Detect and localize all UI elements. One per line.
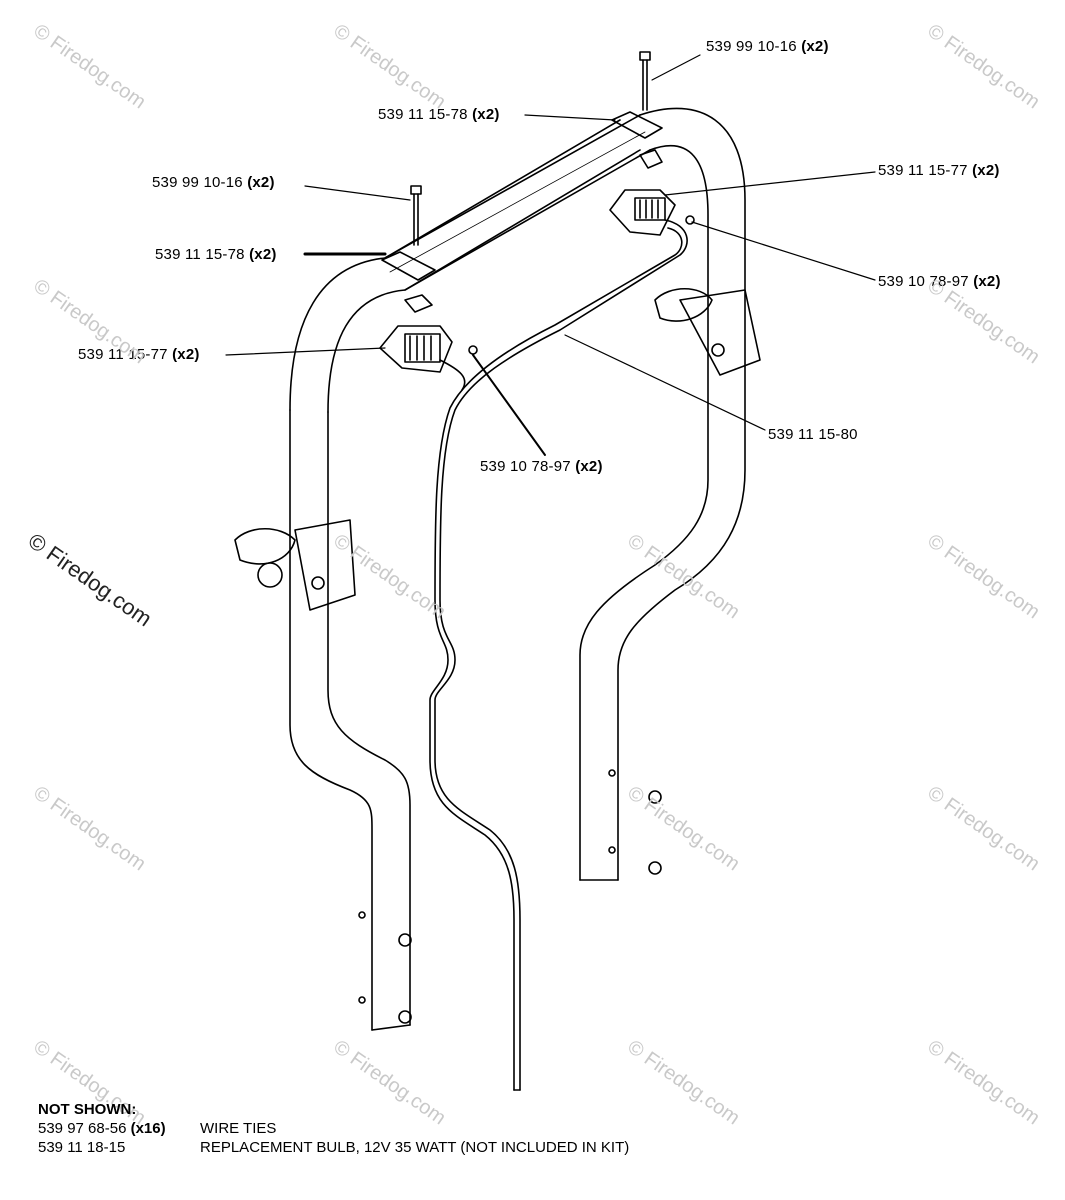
- part-number: 539 10 78-97: [878, 273, 969, 290]
- notes-item-part: 539 11 18-15: [38, 1139, 126, 1156]
- part-number: 539 99 10-16: [706, 38, 797, 55]
- callout-clip-right: 539 10 78-97 (x2): [878, 273, 1001, 290]
- notes-item-desc: WIRE TIES: [200, 1120, 277, 1137]
- notes-item-part: 539 97 68-56 (x16): [38, 1120, 166, 1137]
- callout-bolt-left: 539 99 10-16 (x2): [152, 174, 275, 191]
- part-number: 539 11 15-77: [878, 162, 968, 179]
- notes-item: 539 11 18-15 REPLACEMENT BULB, 12V 35 WA…: [38, 1138, 629, 1157]
- notes-item-desc: REPLACEMENT BULB, 12V 35 WATT (NOT INCLU…: [200, 1139, 630, 1156]
- quantity: (x2): [801, 38, 829, 55]
- callout-light-left: 539 11 15-77 (x2): [78, 346, 200, 363]
- tube-bolts-right: [608, 769, 662, 875]
- clip-right: [685, 215, 695, 225]
- callout-bracket-left: 539 11 15-78 (x2): [155, 246, 277, 263]
- light-left: [379, 325, 453, 373]
- notes-heading: NOT SHOWN:: [38, 1101, 137, 1118]
- part-number: 539 99 10-16: [152, 174, 243, 191]
- callout-bracket-top: 539 11 15-78 (x2): [378, 106, 500, 123]
- callout-light-right: 539 11 15-77 (x2): [878, 162, 1000, 179]
- right-handle-tube: [579, 107, 746, 881]
- not-shown-notes: NOT SHOWN: 539 97 68-56 (x16) WIRE TIES 5…: [38, 1100, 629, 1157]
- quantity: (x2): [973, 273, 1001, 290]
- part-number: 539 11 15-78: [378, 106, 468, 123]
- part-number: 539 10 78-97: [480, 458, 571, 475]
- part-number: 539 11 15-80: [768, 426, 858, 443]
- light-right: [609, 189, 676, 236]
- quantity: (x2): [172, 346, 200, 363]
- quantity: (x2): [249, 246, 277, 263]
- part-number: 539 11 15-78: [155, 246, 245, 263]
- tube-bolts-left: [358, 911, 412, 1024]
- notes-item: 539 97 68-56 (x16) WIRE TIES: [38, 1119, 629, 1138]
- callout-harness: 539 11 15-80: [768, 426, 858, 443]
- clamp-right: [654, 288, 761, 376]
- bracket-top-right: [611, 111, 663, 169]
- part-number: 539 11 15-77: [78, 346, 168, 363]
- clamp-left: [234, 519, 356, 611]
- clip-left: [468, 345, 478, 355]
- quantity: (x2): [972, 162, 1000, 179]
- quantity: (x2): [575, 458, 603, 475]
- leader-lines: [225, 54, 876, 456]
- wiring-harness: [429, 219, 688, 1091]
- bolt-right: [639, 51, 651, 111]
- callout-clip-left: 539 10 78-97 (x2): [480, 458, 603, 475]
- quantity: (x2): [472, 106, 500, 123]
- bolt-left: [410, 185, 422, 246]
- quantity: (x2): [247, 174, 275, 191]
- bracket-top-left: [381, 251, 436, 313]
- left-handle-tube: [289, 119, 641, 1031]
- callout-bolt-top: 539 99 10-16 (x2): [706, 38, 829, 55]
- cross-bar: [384, 114, 651, 291]
